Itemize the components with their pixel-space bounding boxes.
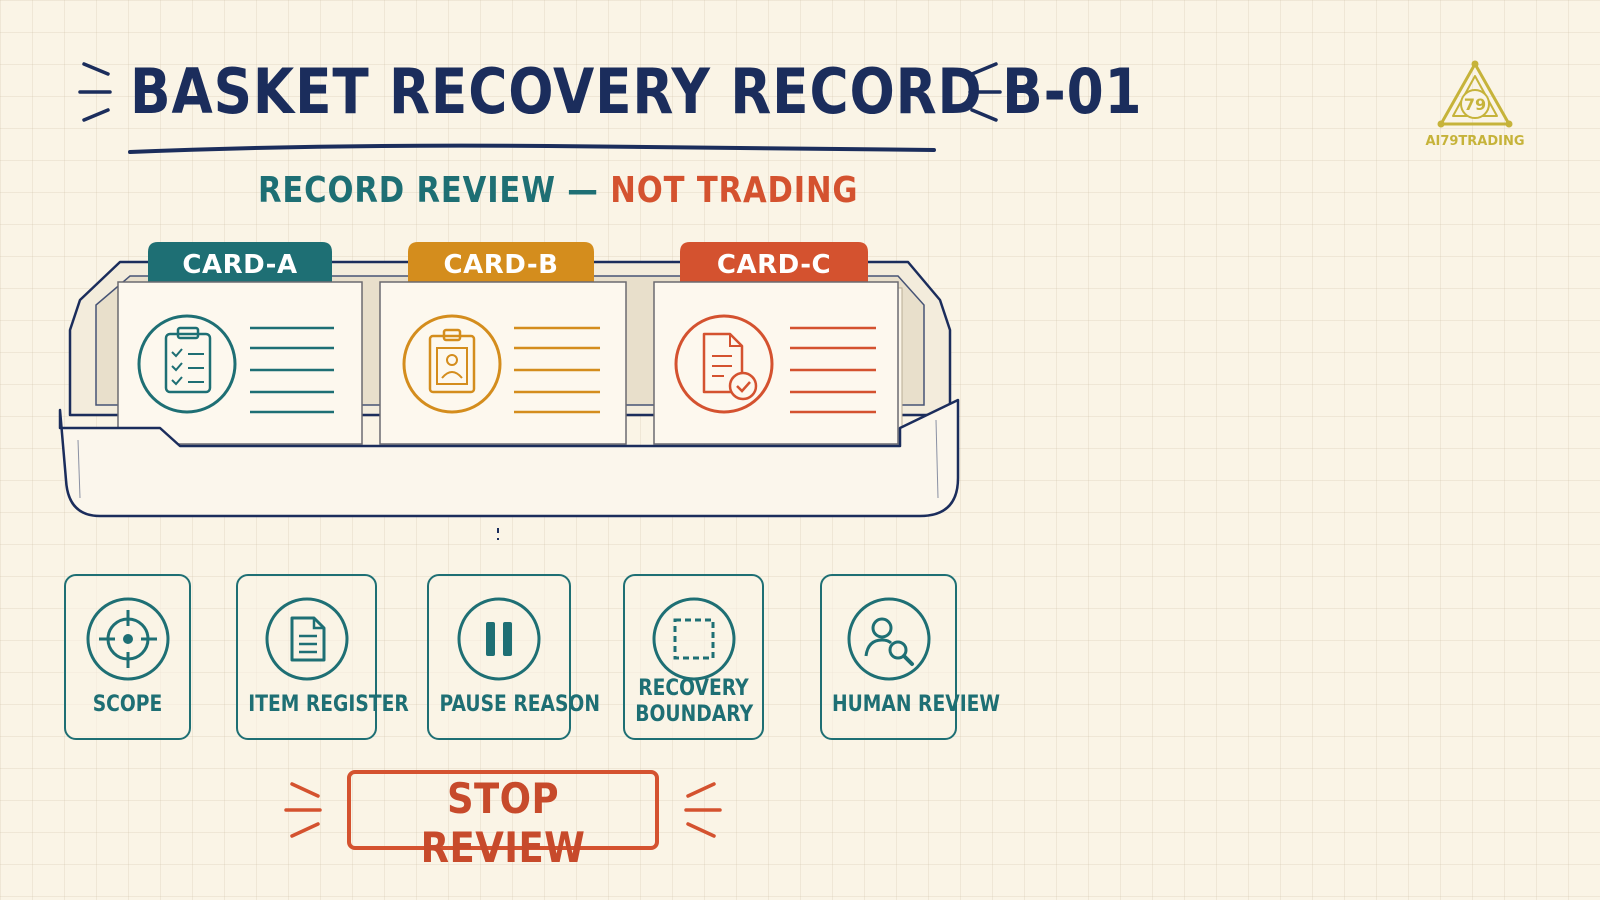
step-scope[interactable]: SCOPE bbox=[64, 574, 191, 740]
card-c[interactable] bbox=[653, 242, 903, 445]
step-item-register-label: ITEM REGISTER bbox=[248, 692, 409, 717]
subtitle-not-trading: NOT TRADING bbox=[610, 170, 859, 211]
pause-icon bbox=[457, 597, 541, 681]
stop-left-accent-icon bbox=[284, 782, 322, 838]
card-a-label: CARD-A bbox=[182, 250, 298, 280]
card-a-tab bbox=[148, 242, 332, 282]
logo-mark-icon: 79 bbox=[1437, 60, 1513, 128]
stop-right-accent-icon bbox=[684, 782, 722, 838]
step-recovery-boundary-line2: BOUNDARY bbox=[635, 702, 754, 727]
step-human-review-label: HUMAN REVIEW bbox=[831, 692, 1001, 717]
subtitle: RECORD REVIEW — NOT TRADING bbox=[258, 170, 858, 211]
step-human-review[interactable]: HUMAN REVIEW bbox=[820, 574, 1001, 740]
user-search-icon bbox=[847, 597, 930, 681]
target-icon bbox=[86, 597, 169, 681]
title-underline bbox=[128, 143, 936, 154]
clipboard-checklist-icon bbox=[137, 314, 237, 414]
id-badge-icon bbox=[402, 314, 502, 414]
subtitle-separator: — bbox=[567, 170, 599, 211]
step-item-register[interactable]: ITEM REGISTER bbox=[236, 574, 409, 740]
card-b-tab bbox=[408, 242, 594, 282]
stop-review-label: STOP REVIEW bbox=[420, 774, 586, 872]
card-b-label: CARD-B bbox=[443, 250, 559, 280]
logo-text: AI79TRADING bbox=[1425, 134, 1525, 149]
step-recovery-boundary[interactable]: RECOVERY BOUNDARY bbox=[623, 574, 764, 740]
card-c-label: CARD-C bbox=[716, 250, 832, 280]
step-recovery-boundary-line1: RECOVERY bbox=[638, 676, 749, 701]
card-b[interactable] bbox=[379, 242, 627, 445]
card-tray bbox=[58, 242, 960, 540]
subtitle-review: RECORD REVIEW bbox=[258, 170, 556, 211]
step-pause-reason-label: PAUSE REASON bbox=[439, 692, 600, 717]
document-check-icon bbox=[674, 314, 774, 414]
step-pause-reason[interactable]: PAUSE REASON bbox=[427, 574, 600, 740]
card-c-tab bbox=[680, 242, 868, 282]
dashed-square-icon bbox=[652, 597, 735, 681]
step-recovery-boundary-label: RECOVERY BOUNDARY bbox=[635, 676, 754, 728]
logo-mark-text: 79 bbox=[1464, 95, 1486, 114]
connector-lines bbox=[497, 528, 499, 540]
document-icon bbox=[265, 597, 348, 681]
title-left-accent-icon bbox=[78, 62, 112, 122]
title-right-accent-icon bbox=[968, 62, 1002, 122]
brand-logo: 79 AI79TRADING bbox=[1425, 60, 1525, 149]
card-a[interactable] bbox=[117, 242, 363, 445]
step-scope-label: SCOPE bbox=[92, 692, 163, 717]
stop-review-button[interactable]: STOP REVIEW bbox=[347, 770, 659, 872]
